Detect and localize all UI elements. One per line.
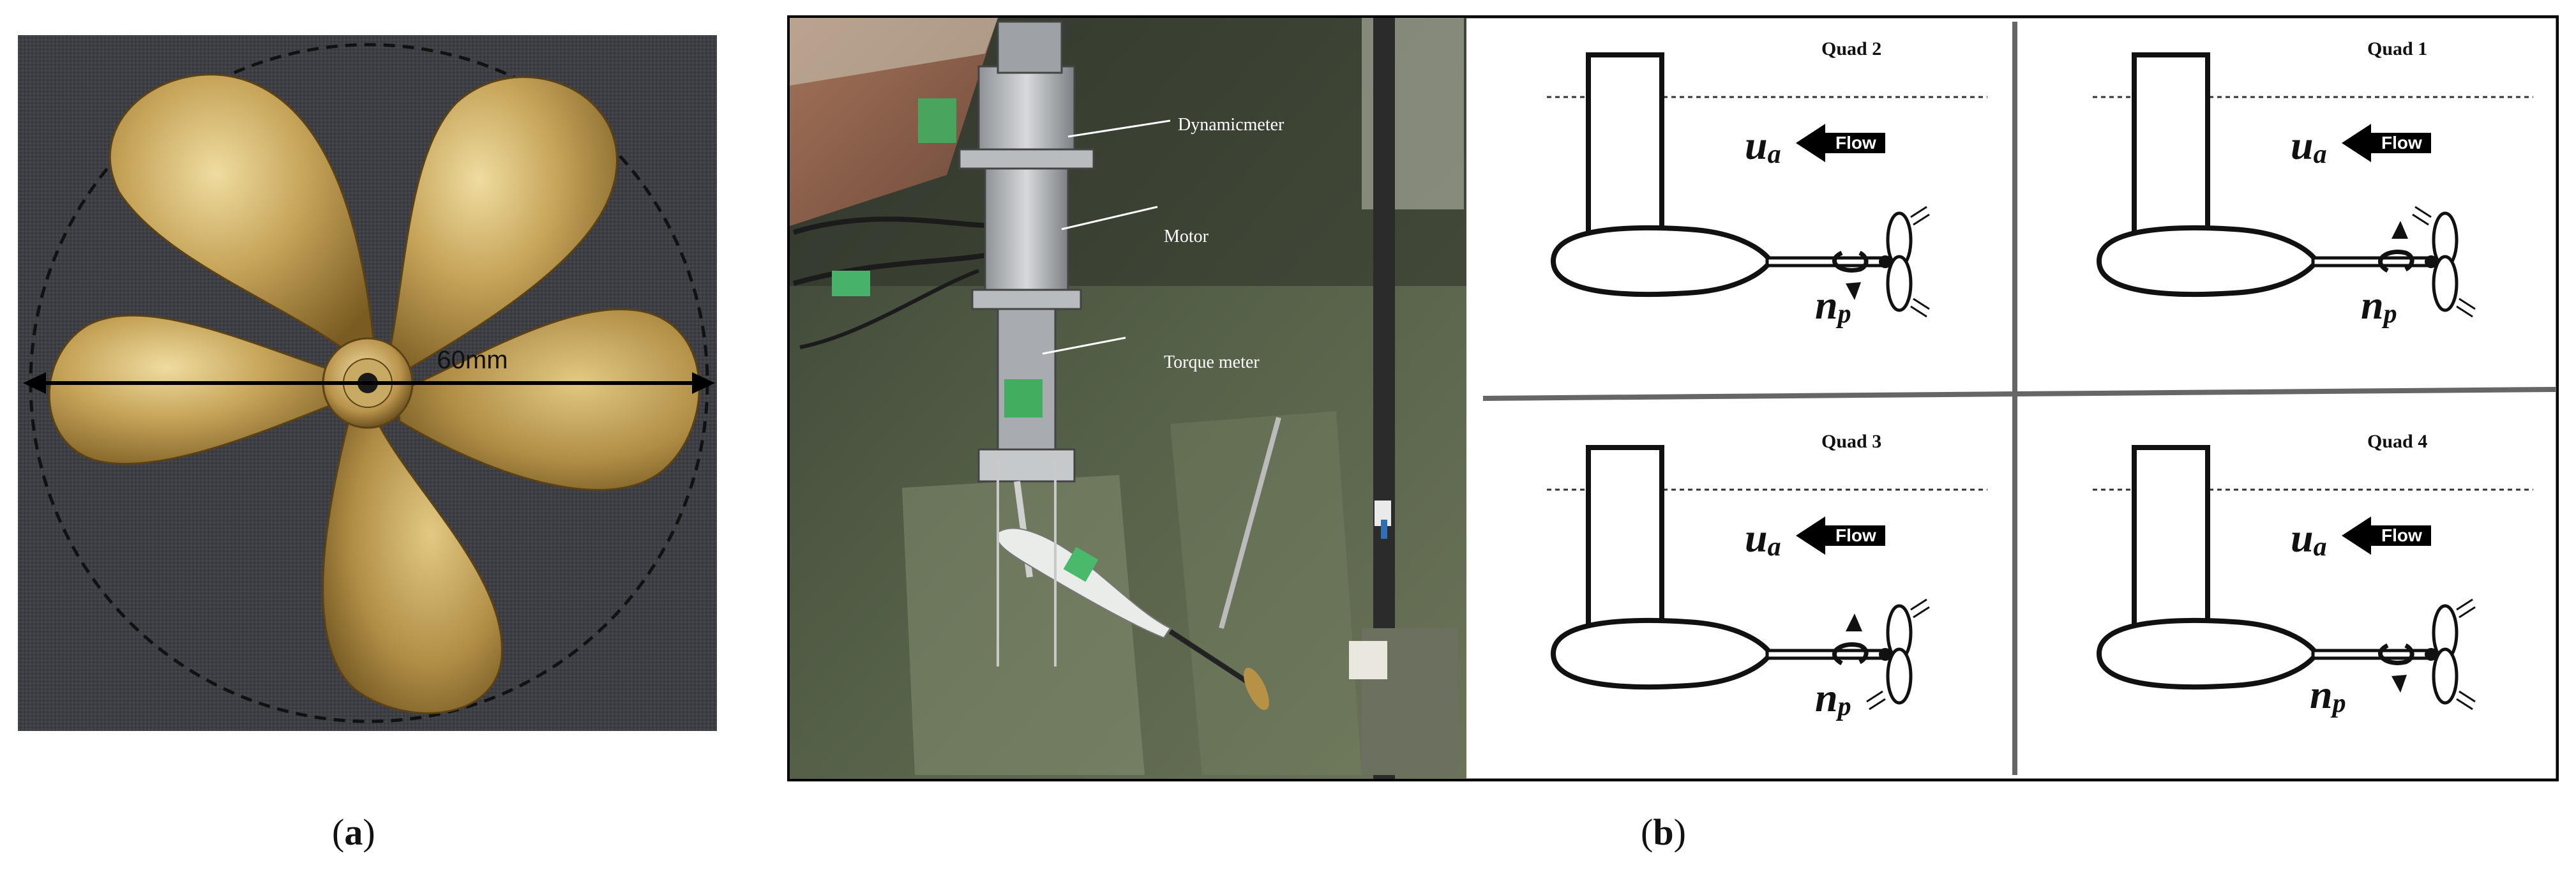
quad-2-title: Quad 2 [1821, 38, 1881, 59]
caption-a-open: ( [332, 811, 345, 853]
test-rig-photo: Dynamicmeter Motor Torque meter [790, 18, 1466, 779]
quad-4-hull [2096, 617, 2319, 690]
quad-2-hull [1550, 225, 1774, 297]
quad-3-ua: ua [1745, 515, 1781, 562]
blade-right [395, 308, 700, 491]
dimension-arrow [23, 372, 715, 394]
quadrant-divider-horizontal [1482, 387, 2556, 401]
blade-upper-right [386, 76, 618, 372]
motor-body [984, 167, 1069, 297]
quad-1-title: Quad 1 [2367, 38, 2427, 59]
quad-4-ua: ua [2291, 515, 2327, 562]
quad-1-flow-arrow: Flow [2342, 124, 2431, 162]
dimension-label: 60mm [437, 346, 508, 374]
quad-3-sail [1586, 445, 1664, 629]
dynamometer-body [977, 65, 1076, 163]
blade-upper-left [109, 73, 375, 359]
label-torque-meter: Torque meter [1164, 352, 1260, 372]
quadrant-diagrams: Quad 2 ua Flow np [1482, 22, 2556, 775]
caption-b-open: ( [1641, 811, 1653, 853]
model-body [996, 527, 1171, 639]
quad-4-flow-arrow: Flow [2342, 516, 2431, 555]
caption-a-letter: a [344, 811, 363, 853]
quad-3-np: np [1815, 675, 1851, 721]
svg-text:Flow: Flow [2381, 133, 2422, 153]
propeller-photo-svg: 60mm [18, 35, 717, 731]
svg-text:Flow: Flow [1835, 525, 1876, 545]
quad-4-sail [2132, 445, 2210, 629]
panel-b-svg: Dynamicmeter Motor Torque meter Quad 2 [787, 15, 2559, 782]
caption-b-close: ) [1673, 811, 1686, 853]
svg-text:Flow: Flow [1835, 133, 1876, 153]
propeller-photo: 60mm [18, 35, 717, 731]
quad-4-title: Quad 4 [2367, 431, 2427, 452]
quad-4-np: np [2310, 672, 2346, 718]
caption-b-letter: b [1653, 811, 1674, 853]
quad-1-diagram: Quad 1 ua Flow np [2093, 38, 2533, 329]
quad-4-diagram: Quad 4 ua Flow np [2093, 431, 2533, 718]
quad-1-hull [2096, 225, 2319, 297]
quad-1-np: np [2361, 282, 2397, 329]
quad-3-flow-arrow: Flow [1796, 516, 1885, 555]
model-propeller [1244, 667, 1269, 711]
blade-lower-right [322, 414, 503, 714]
label-dynamometer: Dynamicmeter [1178, 115, 1284, 135]
propeller-blades [48, 73, 700, 714]
quad-3-title: Quad 3 [1821, 431, 1881, 452]
panel-b-frame: Dynamicmeter Motor Torque meter Quad 2 [787, 15, 2559, 782]
quad-2-flow-arrow: Flow [1796, 124, 1885, 162]
quad-2-np: np [1815, 282, 1851, 329]
label-motor: Motor [1164, 227, 1209, 246]
blade-left [48, 314, 343, 465]
quad-3-diagram: Quad 3 ua Flow np [1547, 431, 1987, 721]
quad-3-hull [1550, 617, 1774, 690]
caption-a: (a) [332, 811, 375, 854]
quad-1-sail [2132, 52, 2210, 236]
quad-2-ua: ua [1745, 123, 1781, 169]
quad-2-sail [1586, 52, 1664, 236]
svg-text:Flow: Flow [2381, 525, 2422, 545]
quad-1-ua: ua [2291, 123, 2327, 169]
caption-b: (b) [1641, 811, 1686, 854]
caption-a-close: ) [363, 811, 375, 853]
quad-2-diagram: Quad 2 ua Flow np [1547, 38, 1987, 329]
